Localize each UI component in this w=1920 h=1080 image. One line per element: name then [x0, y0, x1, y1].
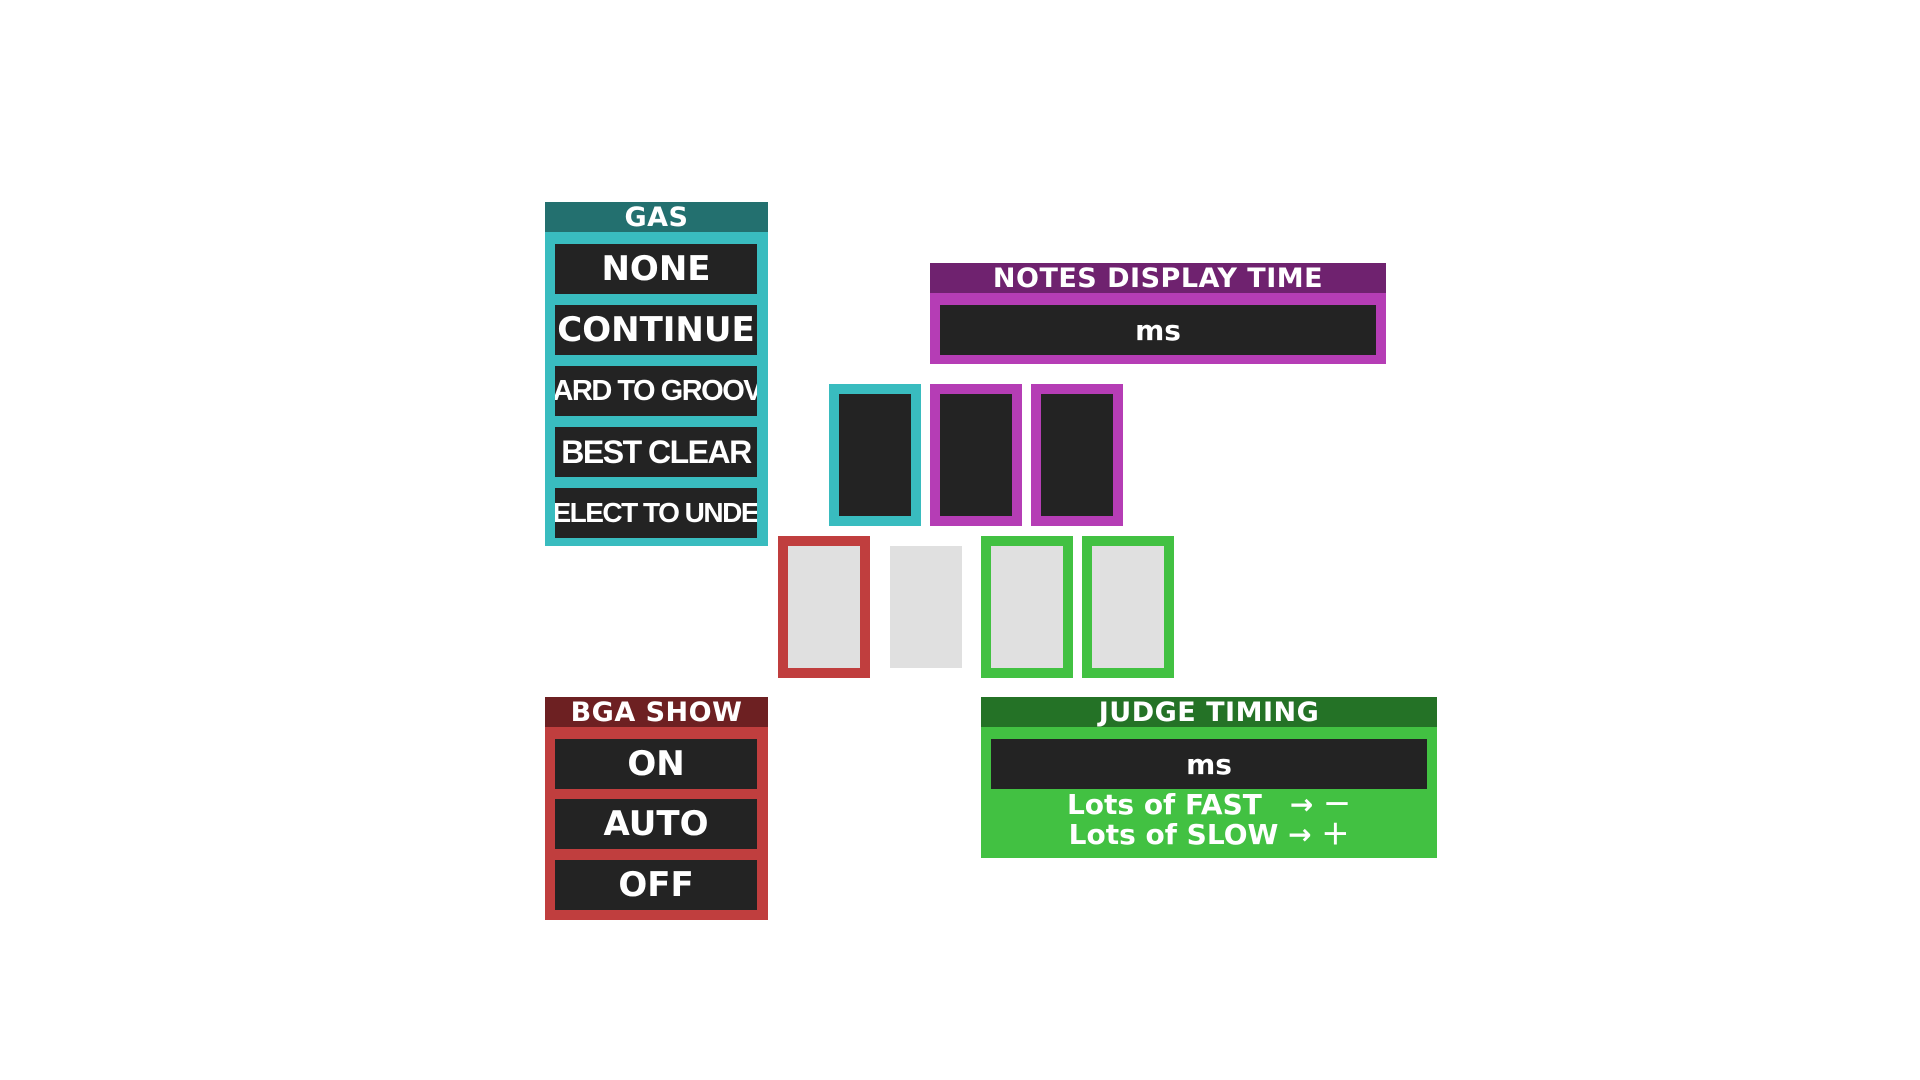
gas-panel: GAS NONE CONTINUE HARD TO GROOVE BEST CL…	[545, 202, 768, 546]
judge-timing-value[interactable]: ms	[991, 739, 1427, 789]
slot-key-red[interactable]	[778, 536, 870, 678]
gas-option-best-clear[interactable]: BEST CLEAR	[555, 427, 757, 477]
slot-key-red-fill	[788, 546, 860, 668]
gas-option-none[interactable]: NONE	[555, 244, 757, 294]
slot-key-cyan-fill	[839, 394, 911, 516]
gas-option-select-to-under[interactable]: SELECT TO UNDER	[555, 488, 757, 538]
slot-key-magenta-2-fill	[1041, 394, 1113, 516]
bga-option-on[interactable]: ON	[555, 739, 757, 789]
slot-key-cyan[interactable]	[829, 384, 921, 526]
notes-display-time-value[interactable]: ms	[940, 305, 1376, 355]
bga-show-panel: BGA SHOW ON AUTO OFF	[545, 697, 768, 920]
slot-key-magenta-1-fill	[940, 394, 1012, 516]
gas-title: GAS	[545, 202, 768, 233]
gas-option-continue[interactable]: CONTINUE	[555, 305, 757, 355]
notes-display-time-title: NOTES DISPLAY TIME	[930, 263, 1386, 294]
judge-timing-hint-fast: Lots of FAST → －	[1066, 788, 1352, 821]
gas-option-hard-to-groove[interactable]: HARD TO GROOVE	[555, 366, 757, 416]
slot-key-green-1[interactable]	[981, 536, 1073, 678]
bga-option-off[interactable]: OFF	[555, 860, 757, 910]
bga-show-title: BGA SHOW	[545, 697, 768, 728]
slot-key-green-2-fill	[1092, 546, 1164, 668]
bga-option-auto[interactable]: AUTO	[555, 799, 757, 849]
judge-timing-title: JUDGE TIMING	[981, 697, 1437, 728]
slot-key-green-2[interactable]	[1082, 536, 1174, 678]
slot-key-green-1-fill	[991, 546, 1063, 668]
slot-key-blank[interactable]	[890, 546, 962, 668]
judge-timing-panel: JUDGE TIMING ms Lots of FAST → － Lots of…	[981, 697, 1437, 858]
slot-key-magenta-2[interactable]	[1031, 384, 1123, 526]
slot-key-magenta-1[interactable]	[930, 384, 1022, 526]
judge-timing-hint-slow: Lots of SLOW → ＋	[1068, 818, 1350, 851]
notes-display-time-panel: NOTES DISPLAY TIME ms	[930, 263, 1386, 364]
